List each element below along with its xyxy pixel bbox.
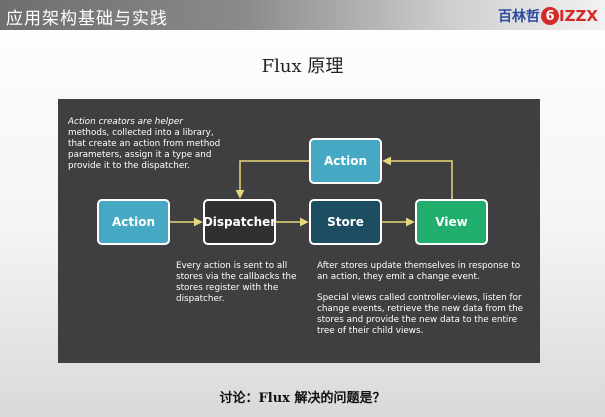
note-line: Action creators are helper xyxy=(68,117,183,127)
discussion-question: 讨论：Flux 解决的问题是？ xyxy=(219,391,386,406)
store-note: After stores update themselves in respon… xyxy=(317,261,520,283)
action-node: Action xyxy=(97,199,170,245)
dispatcher-node: Dispatcher xyxy=(203,199,276,245)
dispatcher-note: Every action is sent to all stores via t… xyxy=(176,261,297,305)
arrow-action-to-dispatcher-loop xyxy=(235,160,309,199)
logo-number-badge: 6 xyxy=(541,7,559,25)
note-line: an action, they emit a change event. xyxy=(317,272,480,282)
controller-views-note: Special views called controller-views, l… xyxy=(317,293,523,337)
view-node: View xyxy=(415,199,488,245)
course-title: 应用架构基础与实践 xyxy=(6,9,168,29)
header-bar xyxy=(0,0,605,30)
note-line: dispatcher. xyxy=(176,294,225,304)
action-creators-note: Action creators are helper methods, coll… xyxy=(68,117,220,172)
note-line: After stores update themselves in respon… xyxy=(317,261,521,271)
view-action-node: Action xyxy=(309,138,382,184)
arrow-view-to-action xyxy=(382,156,453,199)
slide-title: Flux 原理 xyxy=(261,56,344,77)
brand-logo: 百林哲 6 IZZX xyxy=(498,5,598,27)
note-line: parameters, assign it a type and xyxy=(68,150,212,160)
note-line: stores and provide the new data to the e… xyxy=(317,315,518,325)
note-line: Every action is sent to all xyxy=(176,261,288,271)
note-line: that create an action from method xyxy=(68,139,221,149)
note-line: tree of their child views. xyxy=(317,326,424,336)
note-line: change events, retrieve the new data fro… xyxy=(317,304,524,314)
logo-en-text: IZZX xyxy=(559,7,598,25)
note-line: Special views called controller-views, l… xyxy=(317,293,522,303)
note-line: provide it to the dispatcher. xyxy=(68,161,190,171)
logo-cn-text: 百林哲 xyxy=(498,9,540,25)
store-node: Store xyxy=(309,199,382,245)
note-line: stores register with the xyxy=(176,283,279,293)
note-line: methods, collected into a library, xyxy=(68,128,214,138)
note-line: stores via the callbacks the xyxy=(176,272,297,282)
